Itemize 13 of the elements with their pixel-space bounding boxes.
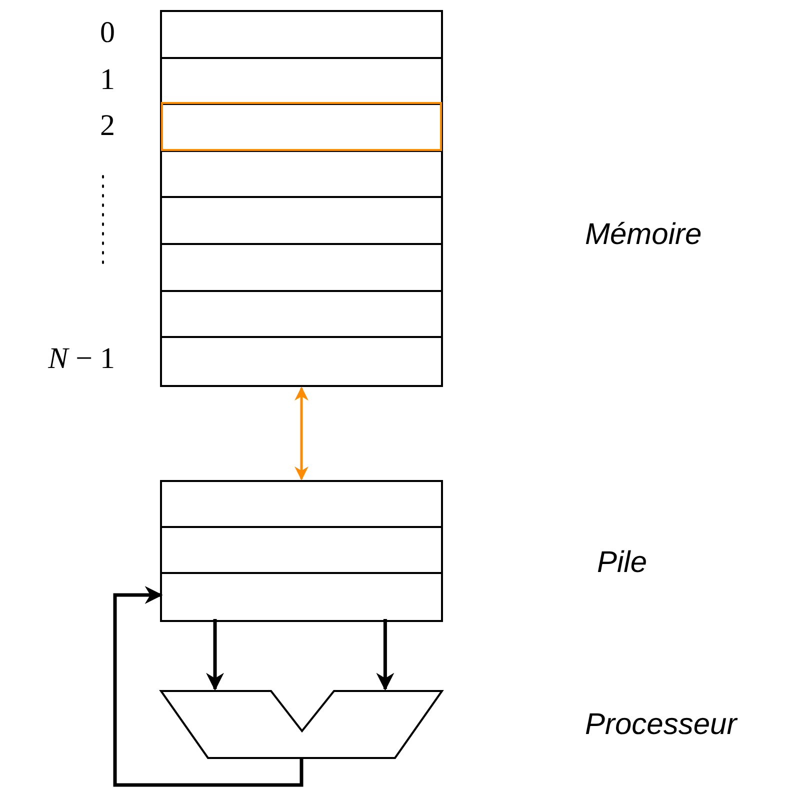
arrow	[206, 619, 224, 691]
address-label: N − 1	[48, 342, 115, 376]
component-label: Pile	[597, 546, 648, 580]
component-label: Mémoire	[585, 218, 702, 252]
address-label: 0	[100, 16, 115, 50]
address-label: 2	[100, 109, 115, 144]
arrow	[294, 386, 308, 480]
arrow	[376, 619, 394, 691]
processor-trapezoid	[160, 690, 443, 759]
address-label: 1	[100, 62, 115, 97]
arrow	[113, 586, 304, 787]
component-label: Processeur	[585, 708, 737, 742]
stack-block	[160, 480, 443, 622]
